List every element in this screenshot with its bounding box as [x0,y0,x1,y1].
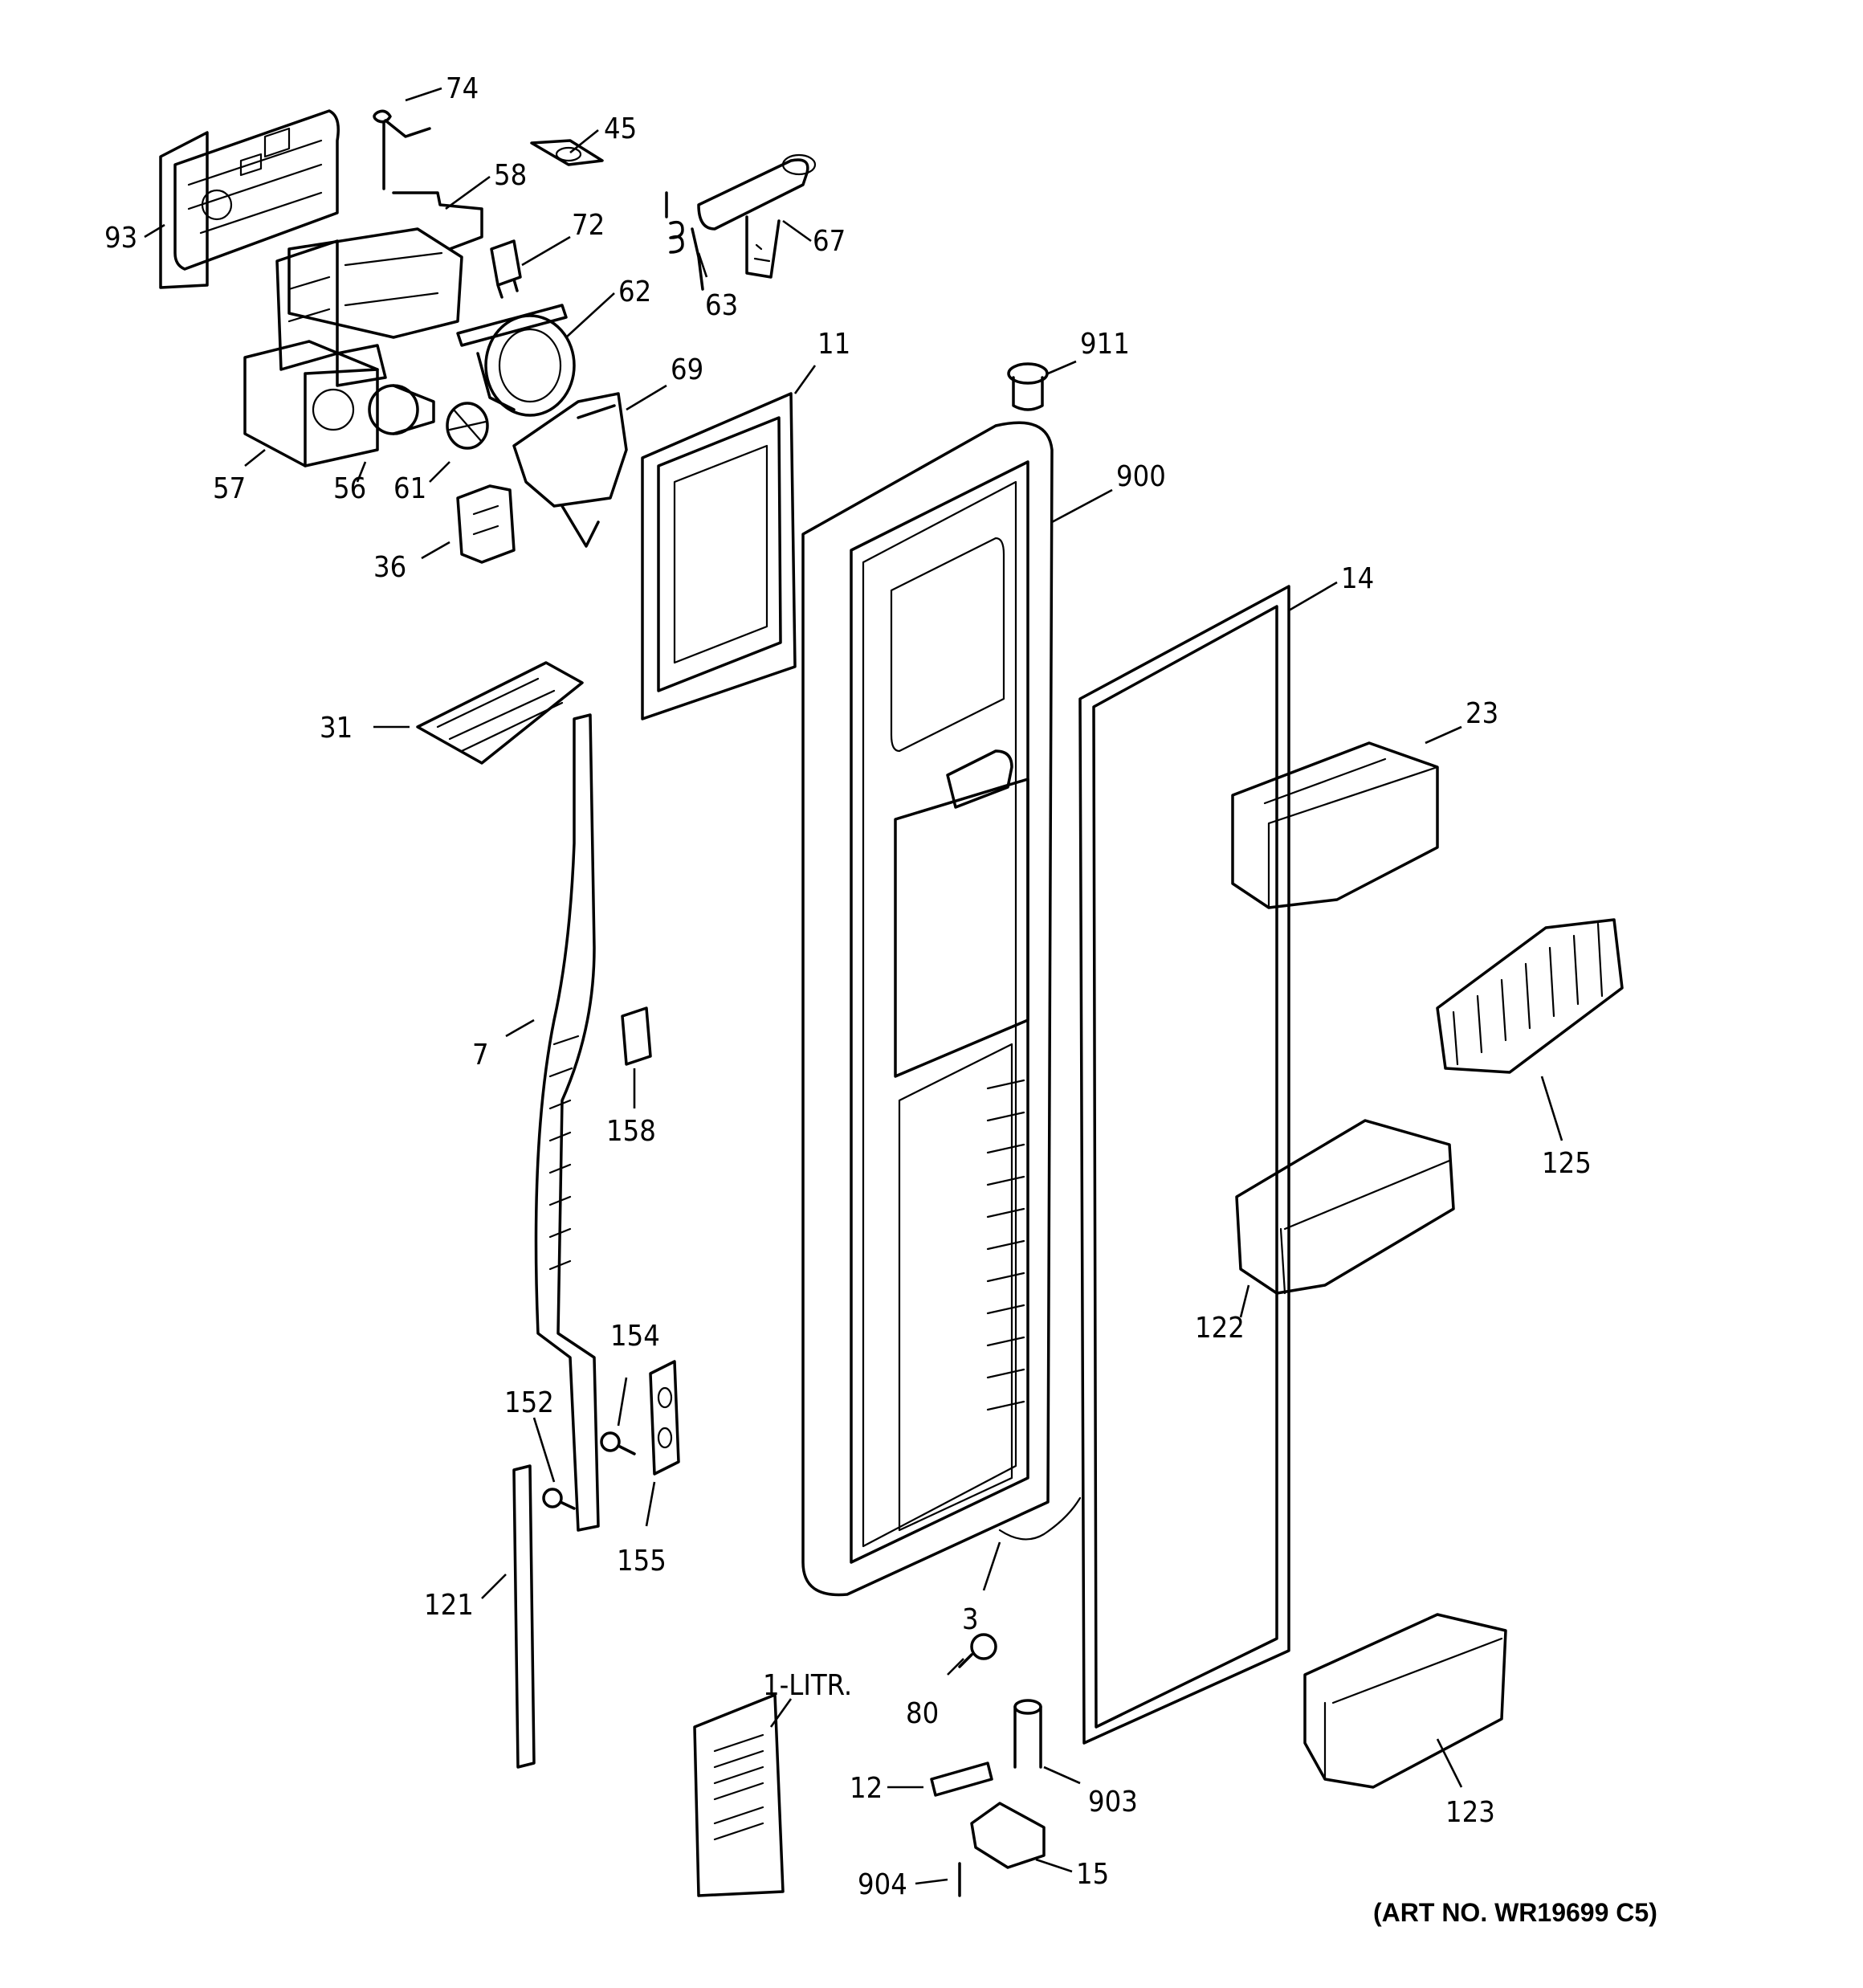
callout-80: 80 [906,1697,939,1730]
part-155-mount [649,1360,680,1476]
callout-12: 12 [850,1772,883,1805]
callout-158: 158 [606,1115,656,1148]
part-3-harness [998,1496,1082,1541]
callout-36: 36 [373,551,406,584]
callout-45: 45 [604,112,637,145]
callout-69: 69 [671,353,703,386]
part-12-shim [930,1761,993,1797]
callout-123: 123 [1445,1796,1495,1829]
part-62-motor-ring [456,304,576,417]
part-911-bushing [1007,362,1049,411]
callout-58: 58 [494,159,527,192]
callout-1-litr: 1-LITR. [763,1669,852,1702]
callout-31: 31 [320,712,353,745]
callout-14: 14 [1341,562,1374,595]
part-11-recess-frame [641,392,797,720]
part-36-bracket [456,484,516,564]
callout-57: 57 [213,472,246,505]
callout-900: 900 [1116,460,1166,493]
callout-3: 3 [962,1603,979,1636]
callout-122: 122 [1195,1312,1245,1345]
callout-93: 93 [104,222,137,255]
callout-labels: 74 45 58 93 72 67 63 62 11 911 69 57 56 … [104,72,1592,1901]
part-63-spring [665,191,704,291]
part-7-handle [534,713,600,1532]
callout-67: 67 [813,225,846,258]
part-900-freezer-door [801,421,1054,1597]
callout-154: 154 [610,1320,660,1353]
callout-904: 904 [858,1868,907,1901]
callout-72: 72 [572,209,605,242]
part-152-screw [542,1488,576,1510]
part-125-wire-basket [1436,918,1624,1074]
callout-903: 903 [1088,1786,1138,1819]
part-31-grille [416,661,584,765]
part-56-coupler [368,384,435,435]
callout-63: 63 [705,289,738,322]
part-45-bracket [530,139,604,166]
callout-56: 56 [333,472,366,505]
callout-911: 911 [1080,328,1130,361]
part-154-screw [600,1431,636,1455]
part-93-control-panel [159,109,340,289]
part-61-gear [446,402,489,450]
callout-23: 23 [1466,697,1498,730]
part-23-door-bin [1231,741,1439,909]
part-123-door-bin [1303,1613,1507,1789]
callout-121: 121 [424,1589,474,1622]
part-121-trim [512,1464,536,1769]
callout-74: 74 [446,72,479,105]
part-72-switch [490,239,522,299]
part-80-plug [958,1633,997,1668]
callout-62: 62 [618,276,651,308]
part-15-hinge [970,1802,1046,1869]
part-122-door-bin [1235,1119,1455,1295]
leader-lines [144,87,1563,1885]
part-158-clip [621,1006,652,1066]
part-69-chute [512,392,628,548]
part-74-spring [373,109,431,190]
callout-155: 155 [617,1545,667,1578]
art-number-label: (ART NO. WR19699 C5) [1373,1898,1657,1927]
callout-152: 152 [504,1386,554,1419]
callout-15: 15 [1076,1858,1109,1891]
part-14-gasket [1078,585,1290,1745]
part-57-motor-box [243,340,379,467]
callout-11: 11 [817,328,850,361]
part-67-lever [697,153,817,279]
part-1-litr-booklet [693,1693,785,1897]
callout-125: 125 [1542,1147,1592,1180]
part-903-hinge-pin [1013,1699,1042,1769]
callout-61: 61 [393,472,426,505]
part-58-housing [275,191,483,387]
callout-7: 7 [472,1039,489,1072]
